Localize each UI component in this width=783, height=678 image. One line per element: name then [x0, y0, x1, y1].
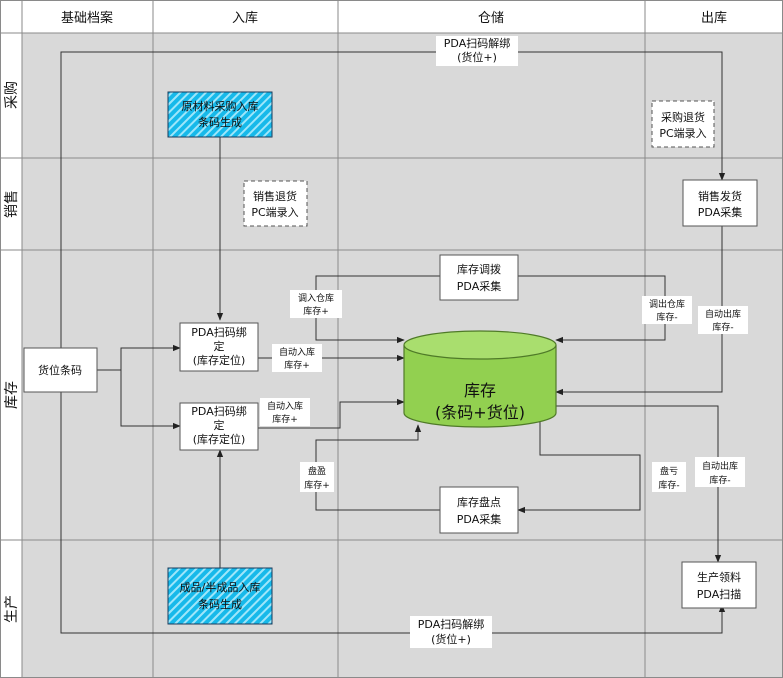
pda-bind-1-line2: 定 [214, 339, 225, 353]
surplus-line2: 库存+ [304, 479, 330, 491]
auto-in-2-line1: 自动入库 [267, 400, 303, 412]
transfer-in-label-bg [290, 290, 342, 318]
pda-bind-2-line1: PDA扫码绑 [191, 405, 246, 418]
stocktake-box [439, 486, 519, 534]
connector-surplus [315, 424, 440, 511]
sales-return-box [243, 180, 308, 227]
lane-label-column [0, 33, 22, 678]
column-header-outbound: 出库 [701, 10, 727, 26]
finished-goods-box [167, 567, 273, 625]
unbind-top-line2: (货位+) [457, 50, 497, 64]
connector-bind2-to-db [258, 398, 405, 429]
column-header-basic: 基础档案 [61, 11, 113, 26]
finished-goods-line1: 成品/半成品入库 [180, 580, 261, 594]
pda-bind-1-line1: PDA扫码绑 [191, 326, 246, 339]
sales-shipping-line1: 销售发货 [698, 189, 742, 203]
production-pick-line1: 生产领料 [697, 570, 741, 584]
surplus-line1: 盘盈 [308, 465, 326, 477]
column-header-inbound: 入库 [232, 10, 258, 26]
lane-label-production: 生产 [4, 595, 20, 623]
pda-bind-2-line3: (库存定位) [193, 432, 246, 446]
unbind-top-label-bg [436, 36, 518, 66]
transfer-out-line1: 调出仓库 [649, 298, 685, 310]
purchase-return-line1: 采购退货 [661, 110, 705, 124]
lane-label-inventory: 库存 [4, 381, 20, 409]
auto-out-1-line1: 自动出库 [705, 308, 741, 320]
pda-bind-2-line2: 定 [214, 418, 225, 432]
loss-label-bg [652, 462, 686, 492]
header-row [0, 0, 783, 33]
production-pick-box [681, 561, 757, 609]
auto-out-1-line2: 库存- [712, 321, 733, 333]
raw-material-line2: 条码生成 [198, 115, 242, 129]
sales-return-line1: 销售退货 [253, 189, 297, 203]
transfer-box [439, 254, 519, 301]
connector-unbind-top [60, 51, 726, 352]
production-pick-line2: PDA扫描 [697, 587, 741, 601]
auto-out-2-line1: 自动出库 [702, 460, 738, 472]
inventory-database-icon [403, 330, 557, 428]
pda-bind-box-2 [179, 402, 259, 451]
connector-unbind-bottom [60, 392, 726, 634]
auto-in-1-label-bg [272, 344, 322, 372]
transfer-in-line1: 调入仓库 [298, 292, 334, 304]
auto-out-1-label-bg [698, 306, 748, 334]
auto-in-2-line2: 库存+ [272, 413, 298, 425]
inventory-db-line2: (条码+货位) [435, 403, 525, 422]
unbind-bottom-line2: (货位+) [431, 632, 471, 646]
purchase-return-box [651, 100, 715, 148]
sales-shipping-line2: PDA采集 [698, 205, 742, 219]
auto-in-1-line2: 库存+ [284, 359, 310, 371]
purchase-return-line2: PC端录入 [659, 127, 706, 140]
auto-out-2-line2: 库存- [709, 474, 730, 486]
unbind-top-line1: PDA扫码解绑 [444, 36, 510, 50]
auto-in-1-line1: 自动入库 [279, 346, 315, 358]
sales-return-line2: PC端录入 [251, 206, 298, 219]
loss-line1: 盘亏 [660, 465, 678, 477]
column-header-storage: 仓储 [478, 11, 504, 26]
connector-code-to-bind-1 [97, 344, 181, 371]
unbind-bottom-line1: PDA扫码解绑 [418, 617, 484, 631]
connector-code-to-bind-2 [120, 370, 181, 430]
lane-label-purchase: 采购 [4, 81, 20, 109]
raw-material-line1: 原材料采购入库 [182, 99, 259, 113]
pda-bind-box-1 [179, 322, 259, 372]
stocktake-line2: PDA采集 [457, 512, 501, 526]
location-code-text: 货位条码 [38, 363, 82, 377]
lane-label-sales: 销售 [4, 190, 20, 218]
pda-bind-1-line3: (库存定位) [193, 353, 246, 367]
finished-goods-line2: 条码生成 [198, 597, 242, 611]
stocktake-line1: 库存盘点 [457, 495, 501, 509]
transfer-in-line2: 库存+ [303, 305, 329, 317]
unbind-bottom-label-bg [410, 616, 492, 648]
location-code-box [23, 347, 98, 393]
transfer-out-line2: 库存- [656, 311, 677, 323]
sales-shipping-box [682, 179, 758, 227]
raw-material-box [167, 91, 273, 138]
connector-auto-out-sales [555, 226, 723, 396]
transfer-line2: PDA采集 [457, 279, 501, 293]
auto-out-2-label-bg [695, 457, 745, 487]
surplus-label-bg [300, 462, 334, 492]
connector-loss [517, 422, 641, 514]
loss-line2: 库存- [658, 479, 679, 491]
auto-in-2-label-bg [260, 398, 310, 426]
inventory-db-line1: 库存 [464, 381, 496, 400]
connector-auto-out-production [556, 405, 722, 563]
transfer-line1: 库存调拨 [457, 262, 501, 276]
transfer-out-label-bg [642, 296, 692, 324]
